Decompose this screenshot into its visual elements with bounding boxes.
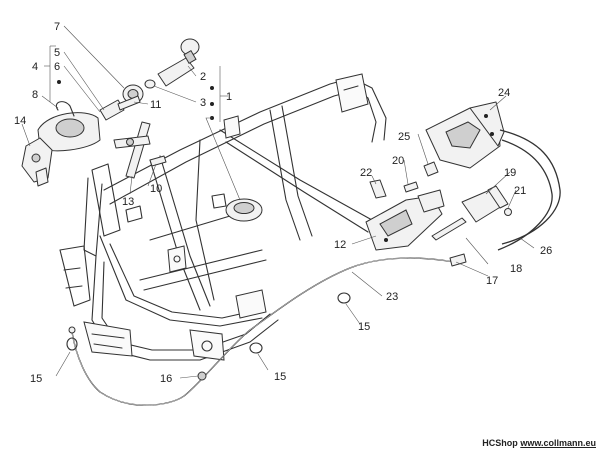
callout-23: 23 bbox=[386, 291, 398, 303]
callout-17: 17 bbox=[486, 275, 498, 287]
washer bbox=[144, 79, 156, 89]
clip-15-middle bbox=[249, 342, 263, 354]
cable-26a bbox=[499, 129, 561, 245]
callout-25: 25 bbox=[398, 131, 410, 143]
leader-lines bbox=[21, 25, 535, 379]
clip-15-right bbox=[337, 292, 351, 304]
callout-8: 8 bbox=[32, 89, 38, 101]
cables bbox=[66, 129, 561, 406]
nut bbox=[423, 161, 439, 177]
watermark-site: www.collmann.eu bbox=[520, 438, 596, 448]
callout-14: 14 bbox=[14, 115, 26, 127]
callout-21: 21 bbox=[514, 185, 526, 197]
cable-26b bbox=[497, 139, 553, 251]
clip-15-left bbox=[66, 337, 78, 351]
callout-15-left: 15 bbox=[30, 373, 42, 385]
callout-15-middle: 15 bbox=[274, 371, 286, 383]
callout-20: 20 bbox=[392, 155, 404, 167]
small-bolt bbox=[149, 155, 167, 167]
screw-21 bbox=[504, 208, 512, 216]
callout-4: 4 bbox=[32, 61, 38, 73]
watermark-shop: HCShop bbox=[482, 438, 518, 448]
lock-cylinder bbox=[157, 57, 195, 87]
callout-labels: 1 2 3 4 5 6 7 8 10 11 12 13 14 15 15 15 … bbox=[14, 21, 552, 385]
callout-15-right: 15 bbox=[358, 321, 370, 333]
callout-10: 10 bbox=[150, 183, 162, 195]
callout-6: 6 bbox=[54, 61, 60, 73]
callout-19: 19 bbox=[504, 167, 516, 179]
clamp-16 bbox=[197, 371, 207, 381]
callout-24: 24 bbox=[498, 87, 510, 99]
cable-end-17 bbox=[449, 253, 467, 267]
callout-22: 22 bbox=[360, 167, 372, 179]
callout-12: 12 bbox=[334, 239, 346, 251]
bracket-rod bbox=[125, 121, 151, 179]
callout-18: 18 bbox=[510, 263, 522, 275]
ignition-switch-assembly bbox=[21, 38, 263, 222]
callout-26: 26 bbox=[540, 245, 552, 257]
actuator-pin bbox=[431, 217, 467, 241]
shop-watermark: HCShop www.collmann.eu bbox=[482, 438, 596, 448]
cable-loop bbox=[55, 101, 75, 117]
callout-7: 7 bbox=[54, 21, 60, 33]
callout-2: 2 bbox=[200, 71, 206, 83]
screw-22 bbox=[369, 179, 387, 199]
callout-13: 13 bbox=[122, 196, 134, 208]
callout-5: 5 bbox=[54, 47, 60, 59]
callout-11: 11 bbox=[150, 99, 161, 111]
callout-1: 1 bbox=[226, 91, 232, 103]
callout-16: 16 bbox=[160, 373, 172, 385]
saddle-lock-assembly bbox=[365, 101, 512, 251]
screw-20 bbox=[403, 181, 419, 193]
callout-3: 3 bbox=[200, 97, 206, 109]
